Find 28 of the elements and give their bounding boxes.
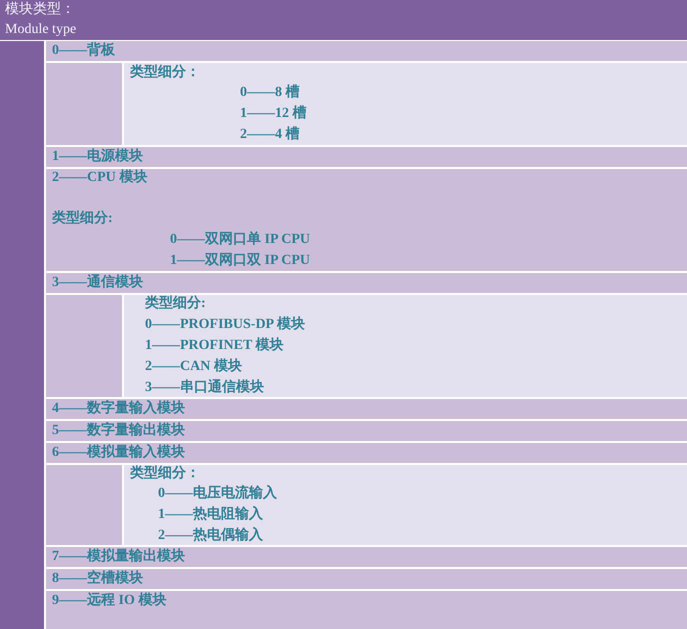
cell-text: 0——背板 [52, 43, 115, 59]
cell-text: 类型细分: [52, 211, 113, 227]
cell-text: 3——串口通信模块 [145, 380, 264, 396]
cell-text: 类型细分: [145, 296, 206, 312]
cell-text: 1——12 槽 [240, 106, 306, 122]
cell-text: 4——数字量输入模块 [52, 401, 185, 417]
cell-text: 1——热电阻输入 [158, 507, 263, 523]
cell-text: 类型细分： [130, 466, 200, 482]
cell-text: 2——4 槽 [240, 127, 300, 143]
cell-text: 0——双网口单 IP CPU [170, 232, 310, 248]
cell-text: 0——PROFIBUS-DP 模块 [145, 317, 305, 333]
cell-text: 5——数字量输出模块 [52, 423, 185, 439]
cell-text: 6——模拟量输入模块 [52, 445, 185, 461]
cell-text: 7——模拟量输出模块 [52, 549, 185, 565]
cell-text: 1——PROFINET 模块 [145, 338, 284, 354]
header-text: Module type [5, 22, 76, 38]
cell-text: 1——电源模块 [52, 149, 143, 165]
cell-text: 2——CAN 模块 [145, 359, 242, 375]
cell-text: 8——空槽模块 [52, 571, 143, 587]
cell-text: 2——热电偶输入 [158, 528, 263, 544]
cell-text: 类型细分： [130, 65, 200, 81]
cell-text: 0——8 槽 [240, 85, 300, 101]
cell-text: 3——通信模块 [52, 275, 143, 291]
cell-text: 0——电压电流输入 [158, 486, 277, 502]
cell-text: 2——CPU 模块 [52, 170, 148, 186]
cell-text: 9——远程 IO 模块 [52, 593, 166, 609]
header-text: 模块类型： [5, 2, 75, 18]
cell-text: 1——双网口双 IP CPU [170, 253, 310, 269]
